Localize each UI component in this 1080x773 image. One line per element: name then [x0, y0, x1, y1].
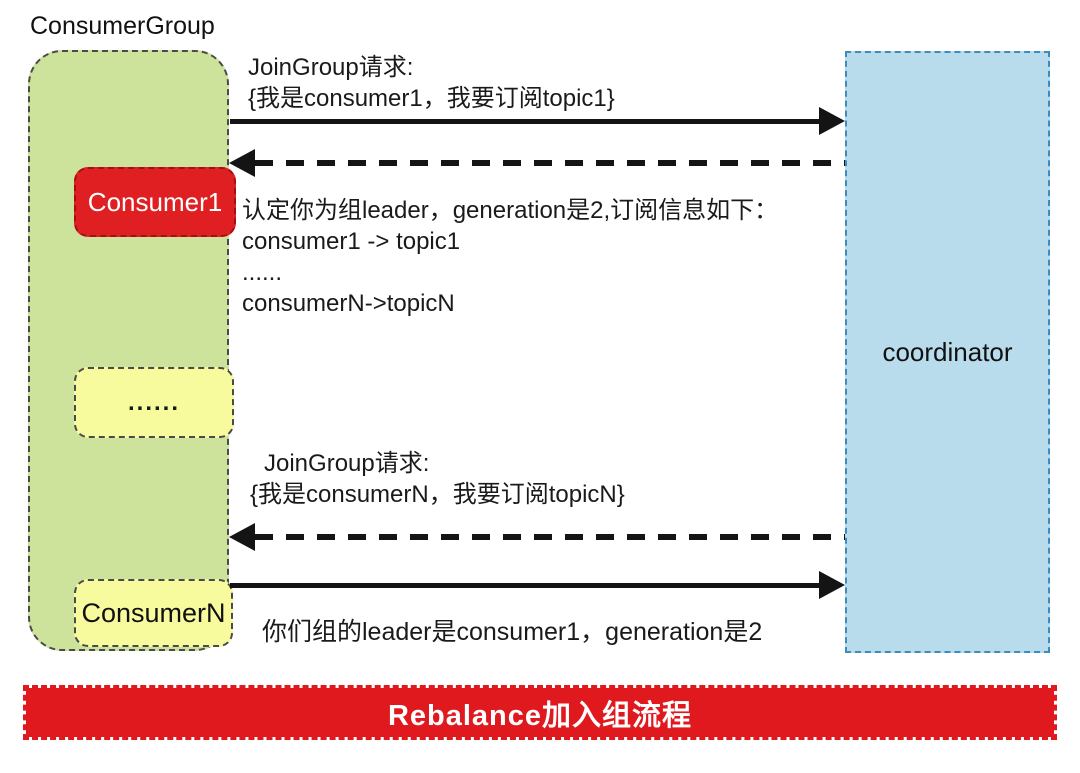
- rebalance-flow-banner: Rebalance加入组流程: [23, 685, 1057, 740]
- join-request-n-arrowhead-right: [819, 571, 845, 599]
- join-response-n-line: [255, 534, 845, 540]
- consumerN-box: ConsumerN: [74, 579, 233, 647]
- join-request-1-line1: JoinGroup请求:: [248, 54, 414, 81]
- coordinator-label: coordinator: [882, 336, 1013, 367]
- join-response-1-line1: 认定你为组leader，generation是2,订阅信息如下：: [242, 197, 779, 224]
- join-response-n-text: 你们组的leader是consumer1，generation是2: [262, 617, 762, 648]
- join-response-1-line4: consumerN->topicN: [242, 290, 455, 317]
- consumer1-box: Consumer1: [74, 167, 236, 237]
- join-request-n-line1: JoinGroup请求:: [264, 450, 430, 477]
- join-request-1-line2: {我是consumer1，我要订阅topic1}: [248, 85, 615, 112]
- coordinator-box: coordinator: [845, 51, 1050, 653]
- join-response-1-line2: consumer1 -> topic1: [242, 228, 461, 255]
- consumerN-label: ConsumerN: [81, 597, 226, 628]
- consumer-ellipsis-box: ......: [74, 367, 234, 438]
- consumer1-label: Consumer1: [87, 186, 223, 217]
- join-response-1-line3: ......: [242, 259, 283, 286]
- join-request-1-line: [230, 119, 824, 124]
- join-request-n-line: [230, 583, 824, 588]
- rebalance-flow-banner-label: Rebalance加入组流程: [387, 699, 693, 732]
- join-request-1-text: JoinGroup请求: {我是consumer1，我要订阅topic1}: [248, 52, 615, 114]
- join-request-n-line2: {我是consumerN，我要订阅topicN}: [250, 481, 625, 508]
- join-response-n-line1: 你们组的leader是consumer1，generation是2: [262, 618, 763, 646]
- consumer-group-box: Consumer1 ...... ConsumerN: [28, 50, 236, 651]
- join-request-1-arrowhead-right: [819, 107, 845, 135]
- join-response-1-text: 认定你为组leader，generation是2,订阅信息如下： consume…: [242, 195, 778, 319]
- join-response-n-arrowhead-left: [229, 523, 255, 551]
- consumer-ellipsis-label: ......: [127, 388, 180, 416]
- join-request-n-text: JoinGroup请求: {我是consumerN，我要订阅topicN}: [250, 448, 625, 510]
- consumer-group-label: ConsumerGroup: [30, 12, 215, 40]
- join-response-1-line: [255, 160, 845, 166]
- join-response-1-arrowhead-left: [229, 149, 255, 177]
